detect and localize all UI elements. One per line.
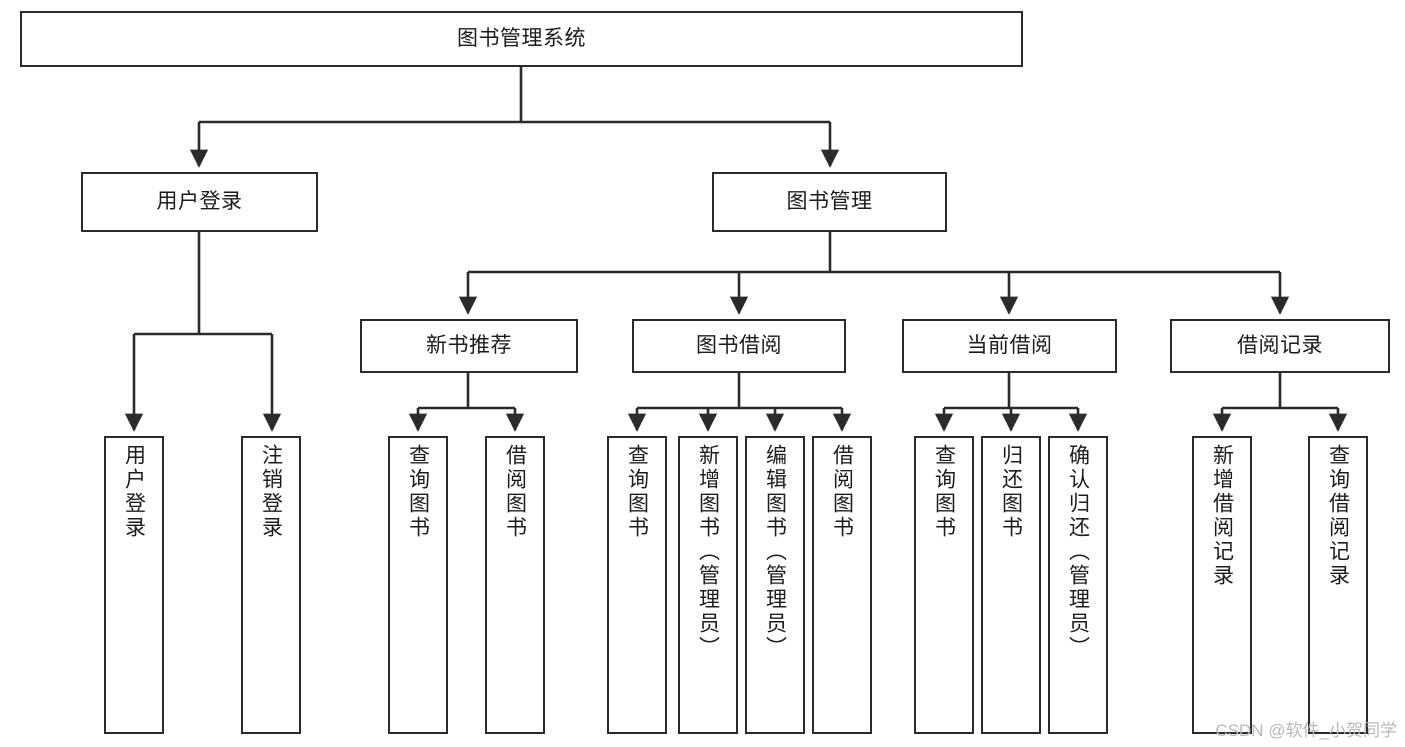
node-label: 用户登录 bbox=[122, 444, 146, 540]
node-label: 图书管理系统 bbox=[457, 27, 586, 51]
leaf-return-book[interactable]: 归还图书 bbox=[981, 436, 1041, 734]
node-current-borrow[interactable]: 当前借阅 bbox=[902, 319, 1117, 373]
node-label: 归还图书 bbox=[999, 444, 1023, 540]
node-label: 图书管理 bbox=[786, 190, 873, 214]
node-label: 图书借阅 bbox=[696, 334, 782, 358]
node-label: 借阅记录 bbox=[1237, 334, 1323, 358]
node-label: 编辑图书（管理员） bbox=[763, 444, 787, 660]
node-root-system[interactable]: 图书管理系统 bbox=[20, 11, 1023, 67]
node-book-management[interactable]: 图书管理 bbox=[712, 172, 947, 232]
node-label: 查询图书 bbox=[406, 444, 430, 540]
node-label: 用户登录 bbox=[156, 190, 243, 214]
leaf-user-logout[interactable]: 注销登录 bbox=[241, 436, 301, 734]
node-borrow-record[interactable]: 借阅记录 bbox=[1170, 319, 1390, 373]
leaf-borrow-book[interactable]: 借阅图书 bbox=[812, 436, 872, 734]
leaf-query-borrow-record[interactable]: 查询借阅记录 bbox=[1308, 436, 1368, 734]
leaf-query-book-recommend[interactable]: 查询图书 bbox=[388, 436, 448, 734]
node-user-login[interactable]: 用户登录 bbox=[81, 172, 318, 232]
node-label: 确认归还（管理员） bbox=[1066, 444, 1090, 660]
leaf-edit-book-admin[interactable]: 编辑图书（管理员） bbox=[745, 436, 805, 734]
node-book-borrow[interactable]: 图书借阅 bbox=[632, 319, 846, 373]
leaf-confirm-return-admin[interactable]: 确认归还（管理员） bbox=[1048, 436, 1108, 734]
leaf-user-login[interactable]: 用户登录 bbox=[104, 436, 164, 734]
node-label: 查询图书 bbox=[625, 444, 649, 540]
leaf-query-book-current[interactable]: 查询图书 bbox=[914, 436, 974, 734]
leaf-add-book-admin[interactable]: 新增图书（管理员） bbox=[678, 436, 738, 734]
leaf-query-book-borrow[interactable]: 查询图书 bbox=[607, 436, 667, 734]
node-label: 查询借阅记录 bbox=[1326, 444, 1350, 588]
node-label: 新增借阅记录 bbox=[1210, 444, 1234, 588]
node-label: 新书推荐 bbox=[426, 334, 512, 358]
node-label: 当前借阅 bbox=[966, 334, 1053, 358]
node-label: 查询图书 bbox=[932, 444, 956, 540]
node-label: 借阅图书 bbox=[830, 444, 854, 540]
node-new-book-recommend[interactable]: 新书推荐 bbox=[360, 319, 578, 373]
leaf-borrow-book-recommend[interactable]: 借阅图书 bbox=[485, 436, 545, 734]
node-label: 注销登录 bbox=[259, 444, 283, 540]
node-label: 新增图书（管理员） bbox=[696, 444, 720, 660]
leaf-add-borrow-record[interactable]: 新增借阅记录 bbox=[1192, 436, 1252, 734]
node-label: 借阅图书 bbox=[503, 444, 527, 540]
